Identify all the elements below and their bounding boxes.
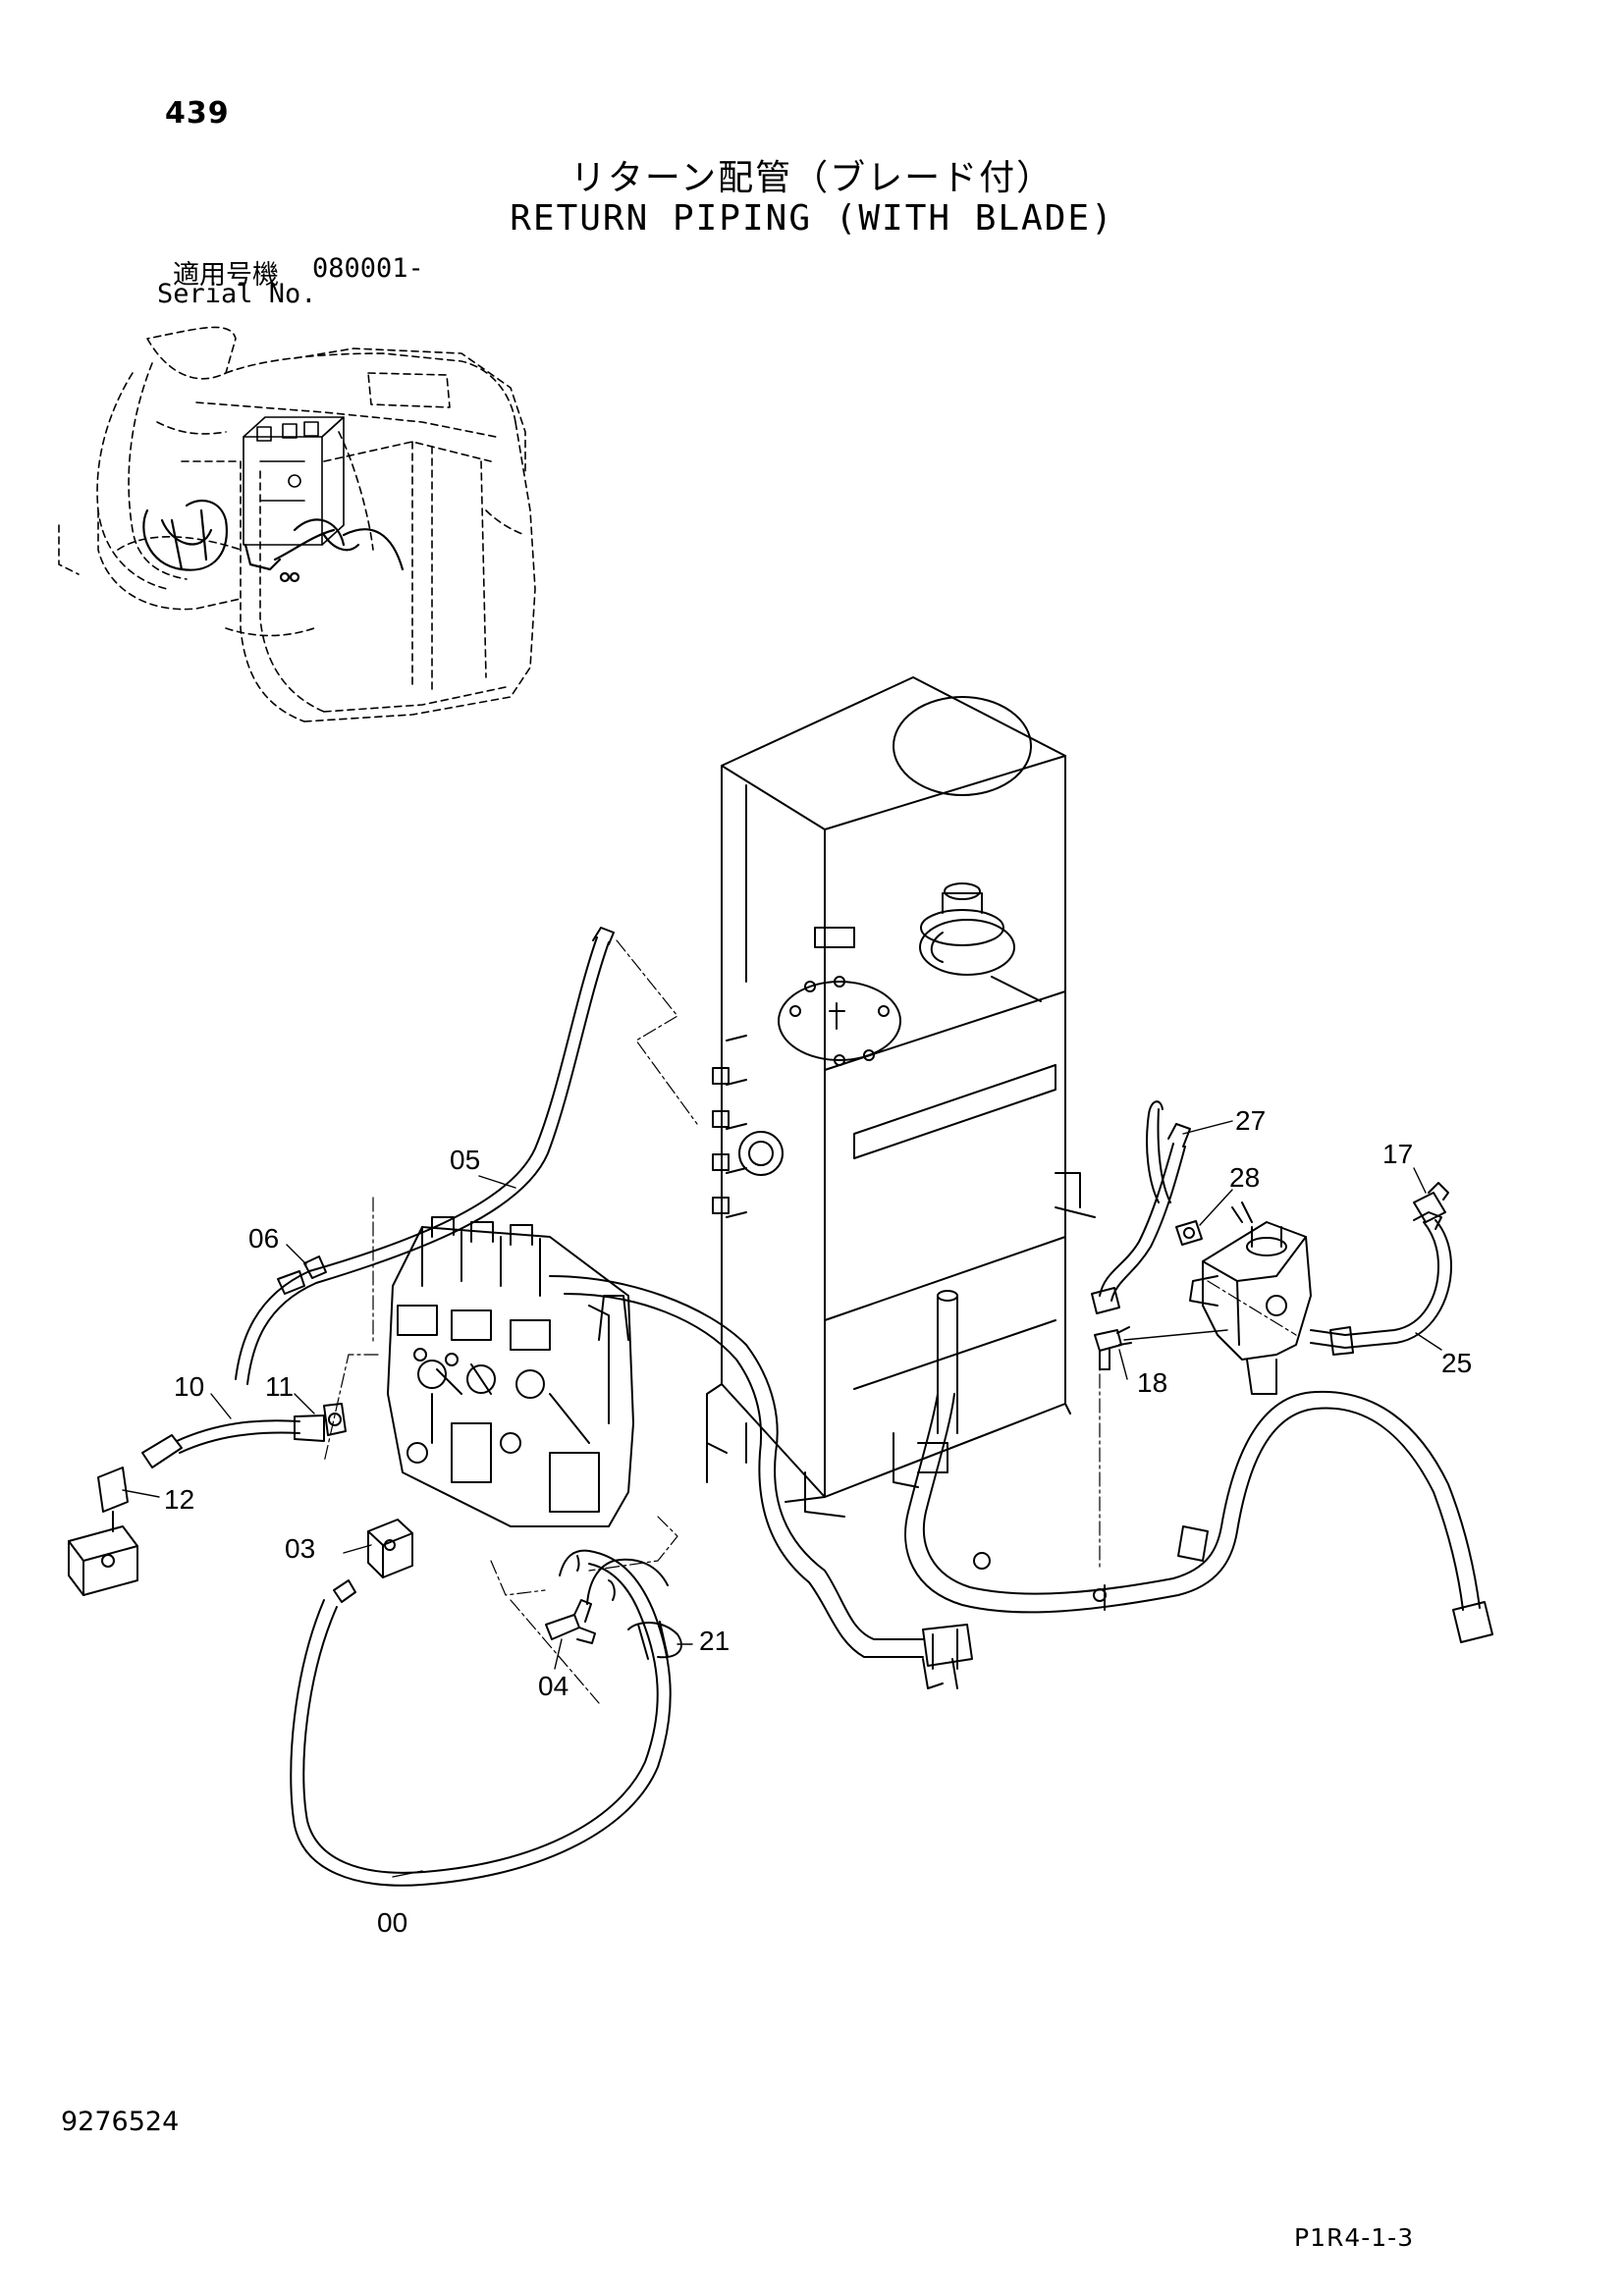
title-japanese: リターン配管（ブレード付） — [569, 158, 1055, 198]
hydraulic-tank — [706, 676, 1096, 1518]
serial-label-english: Serial No. — [157, 279, 317, 309]
fitting-17 — [1413, 1182, 1449, 1223]
tee-04 — [545, 1599, 596, 1644]
callout-17: 17 — [1382, 1139, 1414, 1169]
page-number: 439 — [165, 96, 230, 131]
document-number: 9276524 — [61, 2107, 180, 2137]
leader-dashed-valve — [323, 1197, 678, 1704]
callout-10: 10 — [174, 1371, 205, 1402]
tee-18 — [1094, 1326, 1132, 1370]
hose-21 — [586, 1558, 682, 1660]
callout-04: 04 — [538, 1671, 569, 1701]
callout-00: 00 — [377, 1907, 408, 1938]
callout-leaders — [122, 1120, 1442, 1878]
control-valve — [387, 1216, 634, 1527]
callout-27: 27 — [1235, 1105, 1267, 1136]
block-12 — [68, 1467, 138, 1596]
leader-dashed-05-tank — [616, 939, 698, 1125]
hose-05 — [235, 927, 615, 1385]
hose-25 — [1310, 1211, 1452, 1356]
hose-27 — [1091, 1123, 1191, 1314]
leader-dashed-25 — [1207, 1280, 1297, 1336]
return-pipe-main — [549, 1275, 973, 1689]
callout-21: 21 — [699, 1626, 731, 1656]
inset-valve-assembly — [243, 416, 345, 546]
block-03 — [367, 1519, 413, 1578]
return-pipe-right — [904, 1390, 1493, 1643]
callout-11: 11 — [265, 1371, 295, 1402]
hose-00 — [290, 1549, 672, 1887]
hose-10 — [141, 1415, 325, 1468]
callout-12: 12 — [164, 1484, 195, 1515]
serial-label-japanese: 適用号機 — [173, 260, 279, 291]
callout-03: 03 — [285, 1533, 316, 1564]
machine-overview-inset — [58, 326, 536, 722]
sheet-reference: P1R4-1-3 — [1294, 2223, 1415, 2252]
serial-value: 080001- — [312, 253, 424, 284]
callout-25: 25 — [1441, 1348, 1473, 1378]
title-english: RETURN PIPING (WITH BLADE) — [510, 198, 1114, 239]
selector-valve — [1189, 1201, 1312, 1395]
callout-18: 18 — [1137, 1367, 1168, 1398]
inset-return-hoses — [142, 499, 405, 583]
hose-27-loop — [1146, 1100, 1171, 1203]
callout-28: 28 — [1229, 1162, 1261, 1193]
callout-05: 05 — [450, 1145, 481, 1175]
callout-06: 06 — [248, 1223, 280, 1254]
fitting-06 — [303, 1255, 327, 1279]
fitting-11 — [323, 1403, 347, 1436]
fitting-28 — [1175, 1220, 1203, 1246]
